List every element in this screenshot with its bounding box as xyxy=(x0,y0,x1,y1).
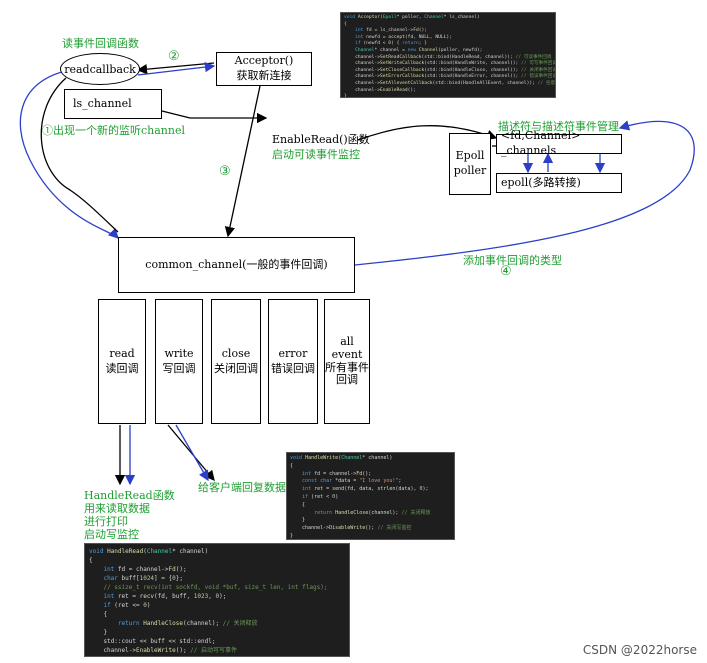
arrow-acceptor-to-readcallback xyxy=(136,62,215,75)
ls-channel-label: ls_channel xyxy=(73,96,132,110)
arrow-write-blue xyxy=(175,424,209,482)
callback-close: close 关闭回调 xyxy=(211,299,261,424)
arrow-loop-readcallback xyxy=(19,69,119,239)
enableread-label-2: 启动可读事件监控 xyxy=(272,148,360,161)
code-handlewrite: void HandleWrite(Channel* channel) { int… xyxy=(286,452,455,540)
epoll-poller-label-2: poller xyxy=(453,164,487,177)
code-acceptor: void Acceptor(Epoll* poller, Channel* ls… xyxy=(340,12,556,98)
callback-error-label-1: error xyxy=(278,346,308,360)
step4-marker: ④ xyxy=(500,264,512,279)
epoll-mux-node: epoll(多路转接) xyxy=(496,173,622,193)
acceptor-label-1: Acceptor() xyxy=(234,54,294,68)
ls-channel-node: ls_channel xyxy=(64,89,162,119)
acceptor-label-2: 获取新连接 xyxy=(236,69,292,82)
channels-map-node: <fd,Channel> _channels xyxy=(496,129,622,157)
callback-error-label-2: 错误回调 xyxy=(271,361,315,375)
callback-read-label-1: read xyxy=(109,346,135,360)
readcallback-label: readcallback xyxy=(64,62,136,76)
readcallback-caption: 读事件回调函数 xyxy=(62,37,139,50)
callback-all-label-2: event xyxy=(331,347,363,361)
callback-close-label-2: 关闭回调 xyxy=(214,361,258,375)
handleread-desc-2: 用来读取数据 xyxy=(84,502,150,515)
epoll-poller-label-1: Epoll xyxy=(455,149,485,163)
step3-marker: ③ xyxy=(219,164,231,179)
callback-all-event: all event 所有事件 回调 xyxy=(324,299,370,424)
callback-write: write 写回调 xyxy=(155,299,203,424)
step1-annotation: ①出现一个新的监听channel xyxy=(42,124,185,137)
callback-error: error 错误回调 xyxy=(268,299,318,424)
callback-read: read 读回调 xyxy=(98,299,146,424)
arrow-write-black xyxy=(167,424,215,481)
watermark: CSDN @2022horse xyxy=(582,643,697,657)
epoll-mux-label: epoll(多路转接) xyxy=(501,175,581,189)
callback-write-label-1: write xyxy=(164,346,194,360)
channels-map-label: <fd,Channel> _channels xyxy=(501,129,581,157)
callback-all-label-4: 回调 xyxy=(336,373,358,387)
acceptor-node: Acceptor() 获取新连接 xyxy=(216,52,312,86)
arrow-readcallback-to-acceptor xyxy=(137,61,216,76)
fd-channel-manage-label: 描述符与描述符事件管理 xyxy=(498,120,619,133)
callback-all-label-1: all xyxy=(340,335,354,349)
step2-marker: ② xyxy=(168,49,180,64)
callback-write-label-2: 写回调 xyxy=(162,361,196,375)
arrow-loop-black xyxy=(40,77,119,233)
enableread-label-1: EnableRead()函数 xyxy=(272,133,370,146)
handleread-desc-1: HandleRead函数 xyxy=(84,489,175,502)
arrow-common-to-channels xyxy=(354,120,695,266)
callback-all-label-3: 所有事件 xyxy=(325,360,369,374)
arrow-ls-channel-to-enableread xyxy=(161,110,268,124)
readcallback-node: readcallback xyxy=(60,53,140,85)
callback-read-label-2: 读回调 xyxy=(105,361,139,375)
code-handleread: void HandleRead(Channel* channel) { int … xyxy=(84,543,350,657)
reply-client-label: 给客户端回复数据 xyxy=(198,481,286,494)
common-channel-node: common_channel(一般的事件回调) xyxy=(118,237,355,293)
handleread-desc-3: 进行打印 xyxy=(84,515,128,528)
callback-close-label-1: close xyxy=(221,346,251,360)
step4-text: 添加事件回调的类型 xyxy=(463,254,562,267)
epoll-poller-node: Epoll poller xyxy=(449,133,491,195)
handleread-desc-4: 启动写监控 xyxy=(84,528,139,541)
arrow-acceptor-to-common-channel xyxy=(224,85,261,238)
common-channel-label: common_channel(一般的事件回调) xyxy=(145,257,328,271)
arrow-enableread-to-channels xyxy=(357,125,498,141)
